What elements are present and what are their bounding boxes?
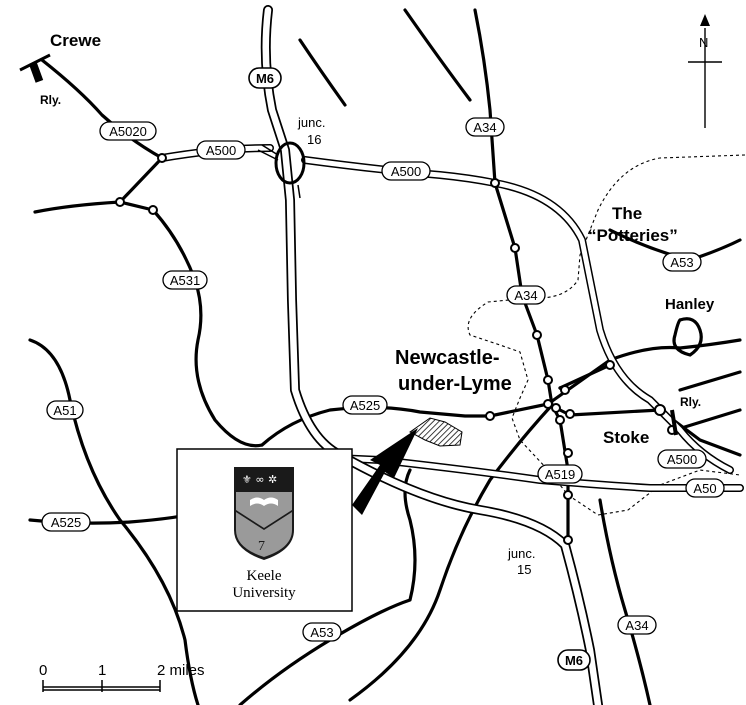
a53-east-tag: A53: [662, 252, 702, 272]
a34-north-tag: A34: [465, 117, 505, 137]
crewe-label: Crewe: [50, 31, 101, 50]
m6-motorway: [257, 5, 603, 705]
svg-text:M6: M6: [565, 653, 583, 668]
potteries-label-line1: The: [612, 204, 642, 223]
a34-south-tag: A34: [617, 615, 657, 635]
potteries-label-line2: “Potteries”: [588, 226, 678, 245]
a500-west-tag: A500: [196, 140, 246, 160]
a53-south-tag: A53: [302, 622, 342, 642]
svg-text:M6: M6: [256, 71, 274, 86]
svg-text:A525: A525: [51, 515, 81, 530]
a519-tag: A519: [537, 464, 583, 484]
stoke-label: Stoke: [603, 428, 649, 447]
keele-site: [409, 417, 463, 447]
stoke-rly-label: Rly.: [680, 395, 701, 409]
svg-text:A34: A34: [473, 120, 496, 135]
svg-text:A500: A500: [667, 452, 697, 467]
svg-text:A531: A531: [170, 273, 200, 288]
a525-west-tag: A525: [41, 512, 91, 532]
a525-east-tag: A525: [342, 395, 388, 415]
junc16-label-line2: 16: [307, 132, 321, 147]
junc16-label-line1: junc.: [297, 115, 325, 130]
north-label: N: [699, 35, 708, 50]
scale-bar: 0 1 2 miles: [39, 662, 205, 692]
single-roads: [28, 8, 742, 705]
svg-text:A53: A53: [310, 625, 333, 640]
svg-text:A53: A53: [670, 255, 693, 270]
a531-tag: A531: [162, 270, 208, 290]
hanley-label: Hanley: [665, 296, 715, 313]
svg-text:A519: A519: [545, 467, 575, 482]
svg-text:A525: A525: [350, 398, 380, 413]
m6-south-tag: M6: [557, 649, 591, 671]
north-arrow-icon: [700, 14, 710, 26]
newcastle-label-line2: under-Lyme: [398, 373, 512, 395]
a5020-tag: A5020: [99, 121, 157, 141]
scale-tick-1: 1: [98, 662, 106, 679]
railway-crewe: [19, 53, 51, 83]
junction-nodes: [115, 153, 677, 545]
a500-mid-tag: A500: [381, 161, 431, 181]
a51-tag: A51: [46, 400, 84, 420]
svg-text:A5020: A5020: [109, 124, 147, 139]
svg-text:A34: A34: [625, 618, 648, 633]
scale-tick-2: 2 miles: [157, 662, 205, 679]
keele-name-line1: Keele: [247, 568, 282, 584]
svg-text:A500: A500: [206, 143, 236, 158]
svg-text:A34: A34: [514, 288, 537, 303]
pointer-arrow: [352, 428, 418, 515]
keele-name-line2: University: [232, 585, 296, 601]
newcastle-label-line1: Newcastle-: [395, 347, 500, 369]
crest-numeral: 7: [258, 539, 265, 554]
m6-north-tag: M6: [248, 67, 282, 89]
north-compass: N: [688, 14, 722, 128]
keele-crest-icon: ⚜ ∞ ✲ 7: [234, 467, 294, 560]
svg-text:A50: A50: [693, 481, 716, 496]
svg-text:A500: A500: [391, 164, 421, 179]
railway-stoke: [670, 409, 678, 436]
crewe-rly-label: Rly.: [40, 93, 61, 107]
keele-inset: ⚜ ∞ ✲ 7 Keele University: [176, 448, 353, 612]
a34-mid-tag: A34: [506, 285, 546, 305]
svg-text:⚜ ∞ ✲: ⚜ ∞ ✲: [242, 473, 277, 486]
svg-text:A51: A51: [53, 403, 76, 418]
a50-tag: A50: [685, 478, 725, 498]
scale-tick-0: 0: [39, 662, 47, 679]
junc15-label-line2: 15: [517, 562, 531, 577]
a500-east-tag: A500: [657, 449, 707, 469]
junc15-label-line1: junc.: [507, 546, 535, 561]
